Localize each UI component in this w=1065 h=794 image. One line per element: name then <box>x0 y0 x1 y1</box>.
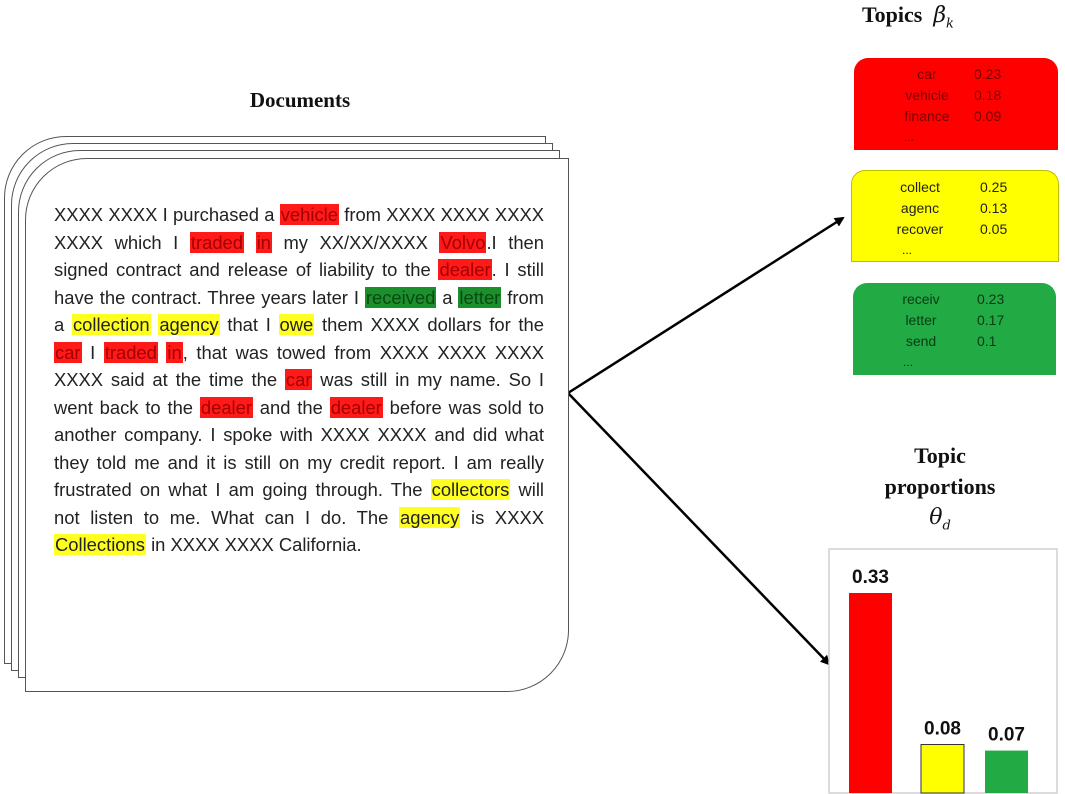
highlight-red-word: dealer <box>199 396 253 418</box>
topic-term-probability: 0.09 <box>974 108 1002 124</box>
document-text-run: . I still have the contract. Three years… <box>54 259 544 308</box>
highlight-yellow-word: agency <box>158 314 220 335</box>
highlight-red-word: Volvo <box>439 231 487 253</box>
topic-term-row: car 0.23 <box>854 66 1058 86</box>
bar-value-label: 0.08 <box>924 719 961 740</box>
topic-term-word: receiv <box>902 291 940 307</box>
highlight-yellow-word: owe <box>278 314 315 335</box>
topic-box-receive: receiv 0.23 letter 0.17 send 0.1... <box>853 283 1056 375</box>
document-text-run: from XXXX XXXX XXXX XXXX which I <box>54 204 545 253</box>
highlight-yellow-word: collectors <box>430 479 511 500</box>
bar-value-label: 0.07 <box>988 725 1025 746</box>
highlight-green-word: received <box>364 286 437 308</box>
topic-ellipsis: ... <box>902 243 913 257</box>
document-text: XXXX XXXX I purchased a vehicle from XXX… <box>54 201 544 559</box>
document-text-run: XXXX XXXX I purchased a <box>54 204 280 225</box>
proportions-title: Topic proportions θd <box>860 440 1020 541</box>
topic-term-word: letter <box>905 312 937 328</box>
topic-box-collect: collect 0.25 agenc 0.13 recover 0.05... <box>851 170 1059 262</box>
document-text-run: will not listen to me. What can I do. Th… <box>54 479 544 528</box>
topic-proportions-chart: 0.33 0.08 0.07 <box>828 548 1058 794</box>
proportions-title-line1: Topic <box>914 443 966 468</box>
topic-term-probability: 0.1 <box>977 333 997 349</box>
topic-term-probability: 0.23 <box>974 66 1002 82</box>
document-text-run <box>244 232 256 253</box>
document-text-run: from a <box>54 286 544 336</box>
topic-term-word: finance <box>904 108 950 124</box>
topic-term-word: car <box>917 66 937 82</box>
highlight-red-word: dealer <box>438 259 492 280</box>
highlight-red-word: dealer <box>329 396 383 418</box>
document-text-run: them XXXX dollars for the <box>314 314 544 335</box>
document-text-run: , that was towed from XXXX XXXX XXXX XXX… <box>54 341 544 391</box>
topic-ellipsis: ... <box>904 130 915 144</box>
document-text-run: was still in my name. So I went back to … <box>54 369 544 418</box>
topic-term-word: vehicle <box>905 87 949 103</box>
topic-term-row: finance 0.09 <box>854 108 1058 128</box>
topic-term-row: send 0.1 <box>853 333 1056 353</box>
topic-term-word: agenc <box>900 200 940 216</box>
document-text-run: is XXXX <box>460 506 544 528</box>
bar-value-label: 0.33 <box>852 567 889 588</box>
highlight-red-word: in <box>255 231 272 253</box>
highlight-yellow-word: Collections <box>54 534 146 555</box>
topic-term-probability: 0.18 <box>974 87 1002 103</box>
highlight-red-word: vehicle <box>279 204 339 225</box>
topic-term-row: recover 0.05 <box>852 221 1058 241</box>
topic-term-row: agenc 0.13 <box>852 200 1058 220</box>
topic-term-probability: 0.17 <box>977 312 1005 328</box>
highlight-red-word: traded <box>103 341 158 363</box>
topic-ellipsis: ... <box>903 355 914 369</box>
document-text-run: before was sold to another company. I sp… <box>54 396 544 501</box>
document-text-run: my XX/XX/XXXX <box>271 231 440 253</box>
highlight-green-word: letter <box>458 286 502 308</box>
bar-topic-2 <box>920 744 965 794</box>
theta-symbol: θd <box>929 505 951 534</box>
document-text-run: that I <box>219 314 279 335</box>
documents-title: Documents <box>249 88 351 112</box>
topic-term-probability: 0.05 <box>980 221 1008 237</box>
bar-topic-1 <box>849 593 892 793</box>
proportions-title-line2: proportions <box>884 474 996 499</box>
document-text-run: I <box>81 341 104 363</box>
topic-box-car: car 0.23 vehicle 0.18 finance 0.09... <box>854 58 1058 150</box>
topic-term-probability: 0.23 <box>977 291 1005 307</box>
topic-term-word: collect <box>900 179 940 195</box>
topic-term-probability: 0.25 <box>980 179 1008 195</box>
beta-symbol: βk <box>933 3 954 32</box>
topics-title-text: Topics <box>862 2 923 27</box>
topic-term-word: recover <box>896 221 944 237</box>
topic-term-row: letter 0.17 <box>853 312 1056 332</box>
document-text-run: in XXXX XXXX California. <box>145 534 362 555</box>
arrow-to-topics <box>567 216 845 395</box>
bar-topic-3 <box>985 750 1028 793</box>
highlight-red-word: traded <box>189 231 245 253</box>
topic-term-row: receiv 0.23 <box>853 291 1056 311</box>
topic-term-row: vehicle 0.18 <box>854 87 1058 107</box>
highlight-red-word: in <box>166 341 183 363</box>
document-text-run: a <box>436 286 459 308</box>
topic-term-probability: 0.13 <box>980 200 1008 216</box>
document-text-run: .I then signed contract and release of l… <box>54 231 545 281</box>
document-text-run: and the <box>252 396 330 418</box>
topics-title: Topics βk <box>862 2 954 31</box>
topic-term-row: collect 0.25 <box>852 179 1058 199</box>
highlight-yellow-word: collection <box>71 314 151 335</box>
arrow-to-proportions <box>567 392 831 666</box>
highlight-red-word: car <box>284 369 313 390</box>
highlight-yellow-word: agency <box>399 506 461 528</box>
highlight-red-word: car <box>54 341 82 363</box>
topic-term-word: send <box>905 333 937 349</box>
